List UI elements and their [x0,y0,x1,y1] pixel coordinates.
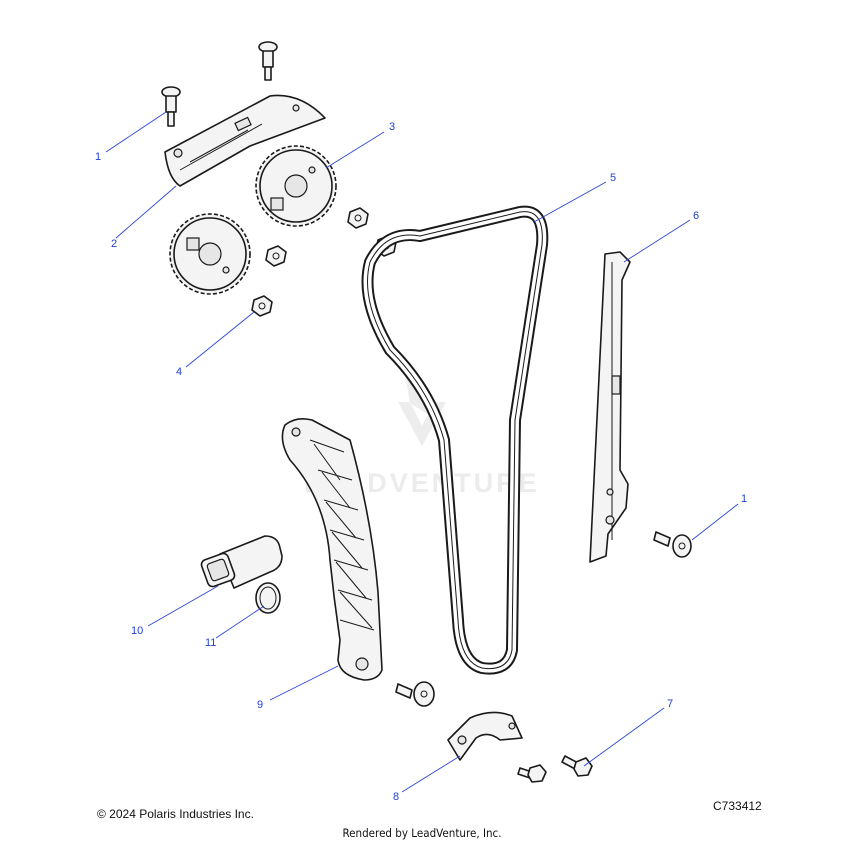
sprocket-bolt-1[interactable] [347,207,369,229]
copyright-text: © 2024 Polaris Industries Inc. [97,807,254,821]
rendered-by-credit: Rendered by LeadVenture, Inc. [342,826,502,840]
sprocket-bolt-4[interactable] [251,295,273,317]
callout-1-upper[interactable]: 1 [95,151,101,163]
callout-4[interactable]: 4 [176,366,182,378]
tensioner-arm-bolt[interactable] [395,681,435,707]
fixed-chain-guide[interactable] [589,251,631,563]
callout-3[interactable]: 3 [389,121,395,133]
callout-11[interactable]: 11 [205,637,216,649]
callout-6[interactable]: 6 [693,210,699,222]
sprocket-bolt-3[interactable] [265,245,287,267]
diagram-id: C733412 [713,799,762,813]
camshaft-sprocket-exhaust[interactable] [255,145,337,227]
callout-labels: 1 2 3 4 5 6 7 8 9 10 11 1 [95,121,747,803]
guide-bolt-right[interactable] [258,41,278,81]
chain-tensioner[interactable] [200,535,283,589]
tensioner-guide-arm[interactable] [281,418,383,681]
upper-chain-guide[interactable] [164,94,326,187]
guide-bolt-lower[interactable] [653,531,692,558]
callout-2[interactable]: 2 [111,238,117,250]
bracket-bolt-1[interactable] [561,755,593,777]
callout-9[interactable]: 9 [257,699,263,711]
camshaft-sprocket-intake[interactable] [169,213,251,295]
guide-bolt-left[interactable] [161,86,181,127]
callout-8[interactable]: 8 [393,791,399,803]
tensioner-o-ring[interactable] [255,582,281,614]
bracket-bolt-2[interactable] [517,764,547,783]
callout-7[interactable]: 7 [667,698,673,710]
callout-1-lower[interactable]: 1 [741,493,747,505]
callout-5[interactable]: 5 [610,172,616,184]
timing-chain[interactable] [361,205,549,675]
leader-lines [105,111,739,793]
callout-10[interactable]: 10 [131,625,143,637]
lower-guide-bracket[interactable] [447,711,523,761]
